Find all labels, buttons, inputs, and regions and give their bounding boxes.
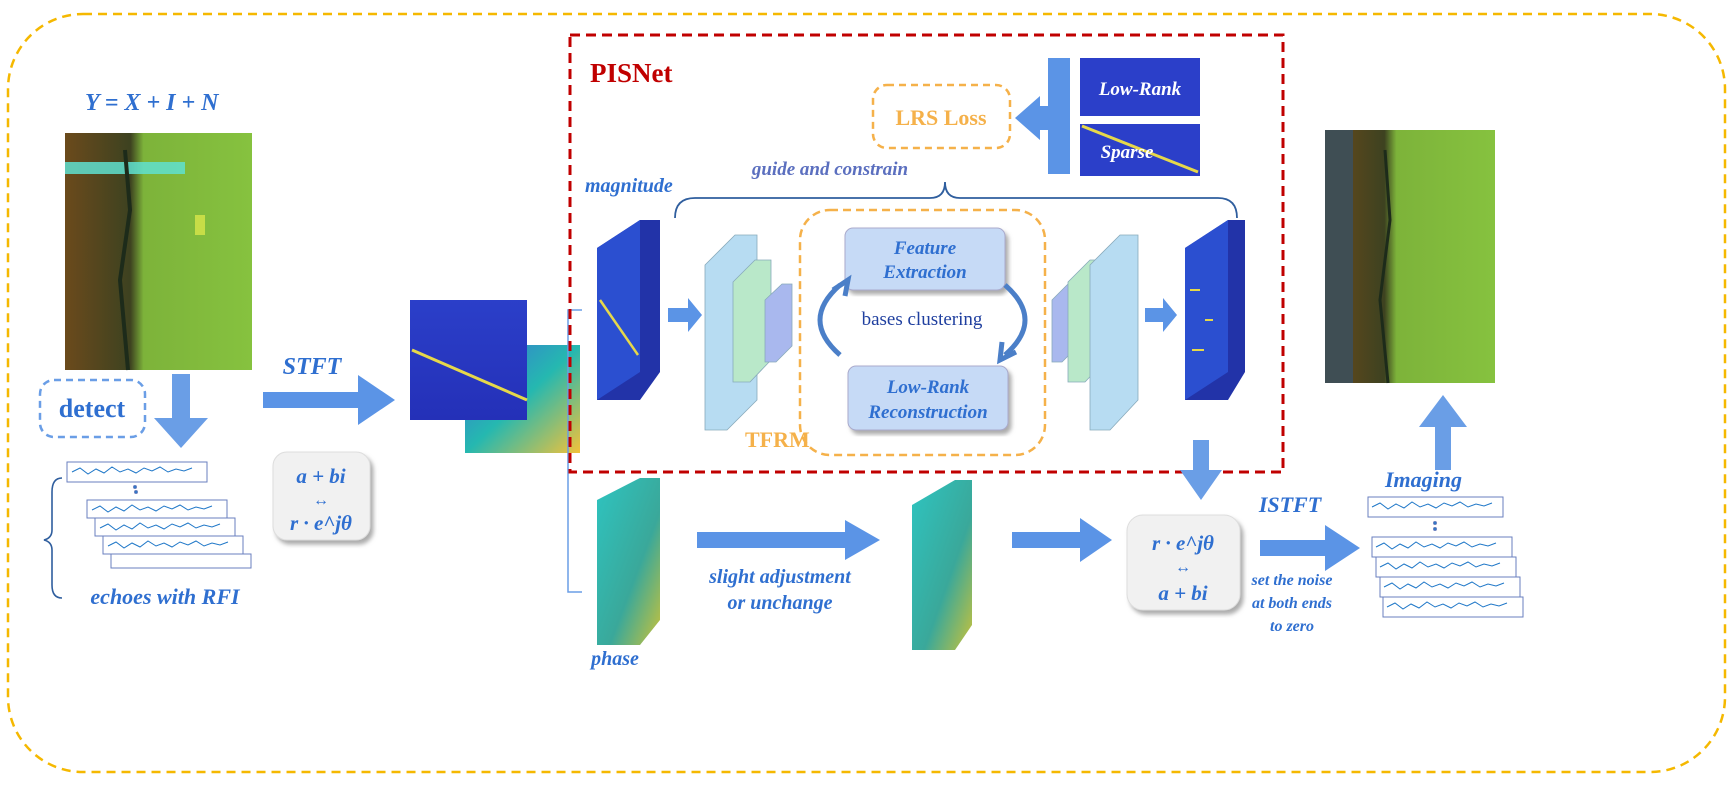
tfrm-label: TFRM: [745, 427, 810, 452]
lrs-loss-label: LRS Loss: [895, 105, 987, 130]
echo-signal-stack: [66, 461, 252, 569]
tfrm-box: [798, 208, 1047, 457]
clean-echo-stack: [1367, 496, 1524, 618]
adjusted-phase-tensor: [912, 480, 972, 650]
pisnet-box: [568, 33, 1285, 474]
lrs-loss-box: [871, 83, 1012, 150]
magnitude-label: magnitude: [585, 175, 673, 197]
arrow-right-icon: [697, 520, 880, 560]
feature-extraction-block: Feature Extraction: [844, 227, 1006, 291]
svg-text:Feature: Feature: [893, 238, 957, 259]
arrow-left-icon: [1015, 58, 1070, 174]
pisnet-title: PISNet: [590, 58, 673, 88]
arrow-right-icon: [668, 298, 702, 332]
arrow-right-icon: [1012, 518, 1112, 562]
cycle-arrow-icon: [817, 274, 852, 357]
guide-brace: [674, 181, 1238, 219]
cycle-arrow-icon: [997, 283, 1028, 365]
istft-note-line-3: to zero: [1270, 618, 1314, 635]
echoes-label: echoes with RFI: [90, 584, 241, 609]
phase-label: phase: [589, 648, 639, 670]
bracket-connector: [567, 309, 582, 593]
decoder-layers: [1051, 234, 1139, 431]
svg-text:r · e^jθ: r · e^jθ: [1152, 531, 1214, 555]
svg-text:Low-Rank: Low-Rank: [886, 377, 970, 398]
magnitude-tensor: [597, 220, 660, 400]
istft-note-line-2: at both ends: [1252, 595, 1332, 612]
encoder-layers: [704, 234, 793, 431]
svg-text:r · e^jθ: r · e^jθ: [290, 511, 352, 535]
phase-tensor: [597, 478, 660, 645]
brace-icon: [43, 477, 63, 599]
arrow-down-icon: [1180, 440, 1222, 500]
arrow-down-icon: [154, 374, 208, 448]
sar-output-image: [1325, 130, 1495, 384]
svg-text:a + bi: a + bi: [1158, 581, 1207, 605]
sar-input-image: [65, 133, 252, 371]
arrow-right-icon: [1145, 298, 1177, 332]
bases-clustering-label: bases clustering: [862, 309, 983, 330]
svg-text:Low-Rank: Low-Rank: [1098, 79, 1182, 100]
arrow-right-icon: [263, 375, 395, 425]
output-magnitude-tensor: [1185, 220, 1245, 400]
low-rank-sparse-image: Low-Rank Sparse: [1080, 58, 1200, 176]
stft-label: STFT: [283, 354, 343, 380]
arrow-up-icon: [1419, 395, 1467, 470]
spectrogram-images: [410, 300, 580, 453]
phase-adjust-line-1: slight adjustment: [708, 566, 852, 588]
istft-note-line-1: set the noise: [1251, 572, 1333, 589]
low-rank-reconstruction-block: Low-Rank Reconstruction: [847, 365, 1009, 431]
svg-text:a + bi: a + bi: [296, 464, 345, 488]
svg-text:↔: ↔: [1175, 559, 1191, 576]
svg-text:↔: ↔: [313, 492, 329, 509]
arrow-right-icon: [1260, 525, 1360, 571]
svg-text:Sparse: Sparse: [1101, 142, 1154, 163]
conversion-box-in: a + bi ↔ r · e^jθ: [272, 451, 371, 541]
detect-label: detect: [59, 394, 126, 423]
svg-text:Reconstruction: Reconstruction: [867, 402, 987, 423]
phase-adjust-line-2: or unchange: [727, 592, 832, 614]
istft-label: ISTFT: [1258, 492, 1323, 517]
svg-text:Extraction: Extraction: [882, 262, 966, 283]
equation: Y = X + I + N: [85, 90, 220, 116]
guide-label: guide and constrain: [751, 159, 908, 180]
imaging-label: Imaging: [1384, 467, 1462, 492]
detect-box: [38, 378, 147, 439]
conversion-box-out: r · e^jθ ↔ a + bi: [1126, 514, 1241, 611]
outer-border: [6, 12, 1727, 774]
